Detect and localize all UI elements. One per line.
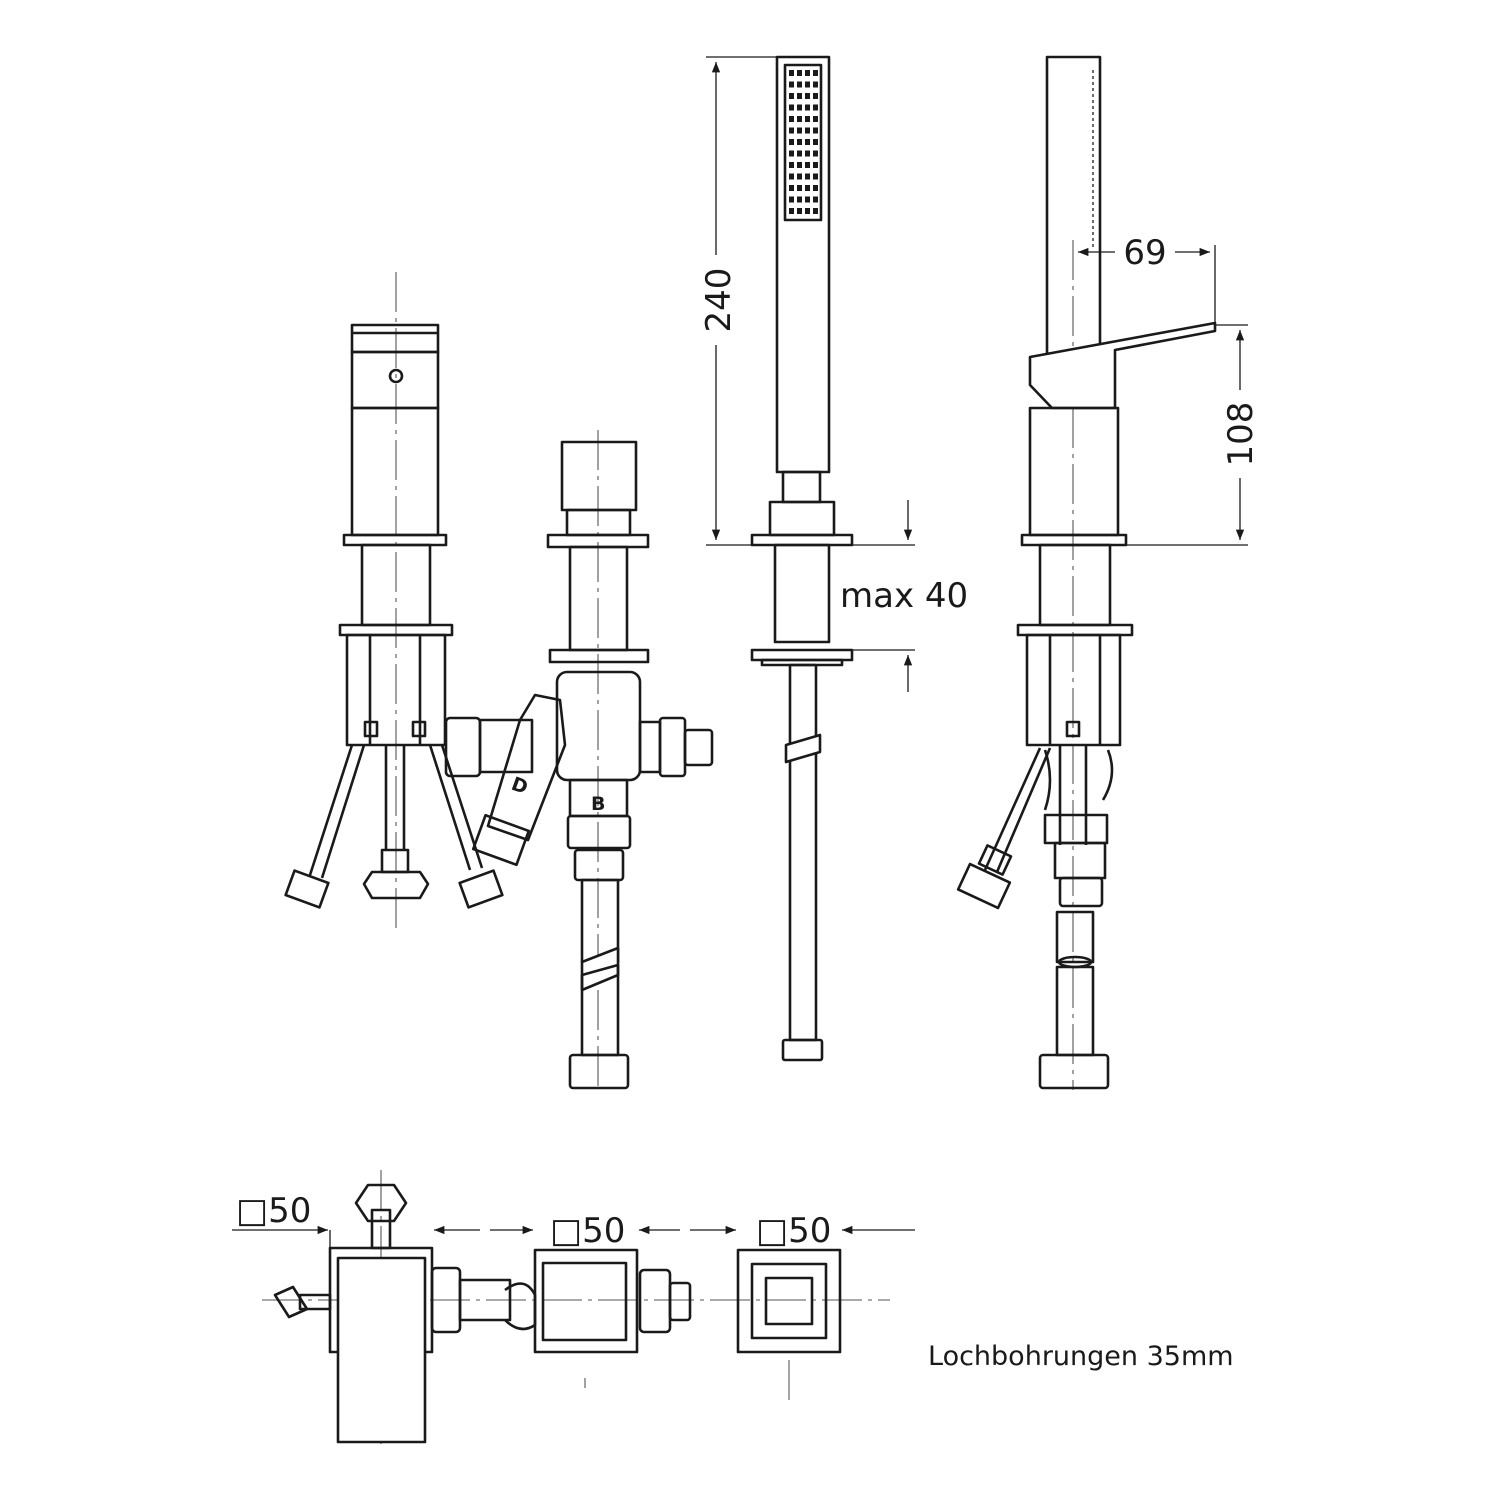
nozzle-icon xyxy=(797,173,802,180)
nozzle-icon xyxy=(805,127,810,134)
nozzle-icon xyxy=(805,150,810,157)
mixer-side-view: 69 108 xyxy=(956,55,1261,1090)
set-screw-icon xyxy=(388,368,404,384)
plan-view: □50 □50 □50 Lochbohrungen 35mm xyxy=(232,1170,1234,1445)
nozzle-icon xyxy=(797,81,802,88)
nozzle-icon xyxy=(813,127,818,134)
nozzle-icon xyxy=(805,173,810,180)
nozzle-icon xyxy=(797,162,802,168)
nozzle-icon xyxy=(805,116,810,122)
nozzle-icon xyxy=(813,116,818,122)
nozzle-icon xyxy=(813,208,818,214)
nozzle-icon xyxy=(805,185,810,191)
nozzle-icon xyxy=(813,93,818,99)
dim-240: 240 xyxy=(699,268,739,333)
nozzle-icon xyxy=(789,196,794,203)
nozzle-icon xyxy=(789,162,794,168)
hand-shower-front-view: 240 max 40 xyxy=(699,55,968,1062)
nozzle-icon xyxy=(813,139,818,145)
nozzle-icon xyxy=(813,185,818,191)
nozzle-icon xyxy=(797,208,802,214)
nozzle-icon xyxy=(789,81,794,88)
nozzle-icon xyxy=(813,81,818,88)
nozzle-icon xyxy=(797,127,802,134)
dim-max-40: max 40 xyxy=(840,576,968,616)
nozzle-icon xyxy=(797,104,802,111)
nozzle-icon xyxy=(805,139,810,145)
nozzle-grid xyxy=(789,70,818,214)
dim-108: 108 xyxy=(1221,402,1261,467)
nozzle-icon xyxy=(797,150,802,157)
nozzle-icon xyxy=(797,139,802,145)
nozzle-icon xyxy=(789,150,794,157)
hole-note: Lochbohrungen 35mm xyxy=(928,1341,1234,1372)
nozzle-icon xyxy=(805,208,810,214)
nozzle-icon xyxy=(813,70,818,76)
nozzle-icon xyxy=(797,93,802,99)
handle-label: D xyxy=(508,773,530,799)
nozzle-icon xyxy=(797,196,802,203)
diverter-handle xyxy=(486,693,567,842)
nozzle-icon xyxy=(805,81,810,88)
nozzle-icon xyxy=(797,116,802,122)
diverter-front-view: D B xyxy=(444,430,714,1090)
nozzle-icon xyxy=(813,162,818,168)
lever-handle xyxy=(1028,321,1217,410)
outlet-label: B xyxy=(591,793,605,815)
nozzle-icon xyxy=(805,196,810,203)
nozzle-icon xyxy=(789,127,794,134)
dim-square-left: □50 xyxy=(236,1191,311,1231)
nozzle-icon xyxy=(797,70,802,76)
dim-square-right: □50 xyxy=(756,1211,831,1251)
nozzle-icon xyxy=(789,208,794,214)
nozzle-icon xyxy=(789,139,794,145)
nozzle-icon xyxy=(805,162,810,168)
nozzle-icon xyxy=(789,70,794,76)
nozzle-icon xyxy=(789,93,794,99)
nozzle-icon xyxy=(789,116,794,122)
nozzle-icon xyxy=(797,185,802,191)
dim-69: 69 xyxy=(1123,233,1166,273)
mixer-front-view xyxy=(284,272,504,930)
nozzle-icon xyxy=(789,173,794,180)
nozzle-icon xyxy=(805,93,810,99)
nozzle-icon xyxy=(789,104,794,111)
nozzle-icon xyxy=(805,104,810,111)
nozzle-icon xyxy=(813,196,818,203)
nozzle-icon xyxy=(805,70,810,76)
nozzle-icon xyxy=(813,173,818,180)
nozzle-icon xyxy=(813,104,818,111)
nozzle-icon xyxy=(789,185,794,191)
dim-square-middle: □50 xyxy=(550,1211,625,1251)
nozzle-icon xyxy=(813,150,818,157)
